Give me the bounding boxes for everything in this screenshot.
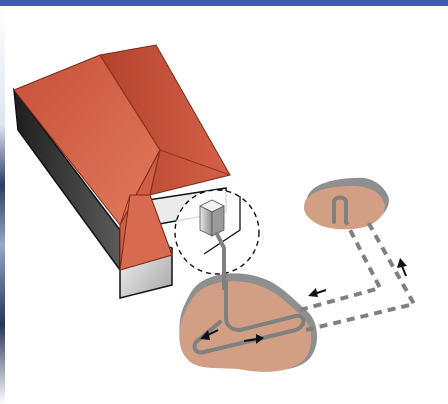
flow-arrows [200, 258, 407, 344]
arrow-left-pit-in [200, 329, 219, 340]
left-edge-strip [0, 6, 5, 404]
pit-right-pipe-loop [332, 195, 348, 224]
leach-pit-right [304, 177, 389, 230]
roof-valley [119, 194, 131, 226]
outlet-pipe [214, 231, 226, 290]
roof-front-slope [119, 194, 173, 271]
pit-left-pipe-loop [192, 280, 306, 355]
dashed-magnifier-circle [174, 189, 260, 290]
callout-wall-lines [203, 196, 241, 255]
connector-pipes [299, 221, 418, 332]
leach-pit-left [179, 273, 318, 372]
arrow-connector-left [308, 288, 327, 297]
pit-left-soil [179, 281, 312, 372]
roof-hip [159, 149, 231, 176]
house-illustration [12, 44, 231, 299]
arrow-connector-up [397, 258, 407, 277]
connector-pipe-lower [305, 221, 418, 332]
distribution-box-side [211, 205, 225, 237]
connector-pipe-upper [299, 221, 383, 312]
arrow-left-pit-out [243, 334, 264, 344]
top-color-bar [0, 0, 448, 6]
